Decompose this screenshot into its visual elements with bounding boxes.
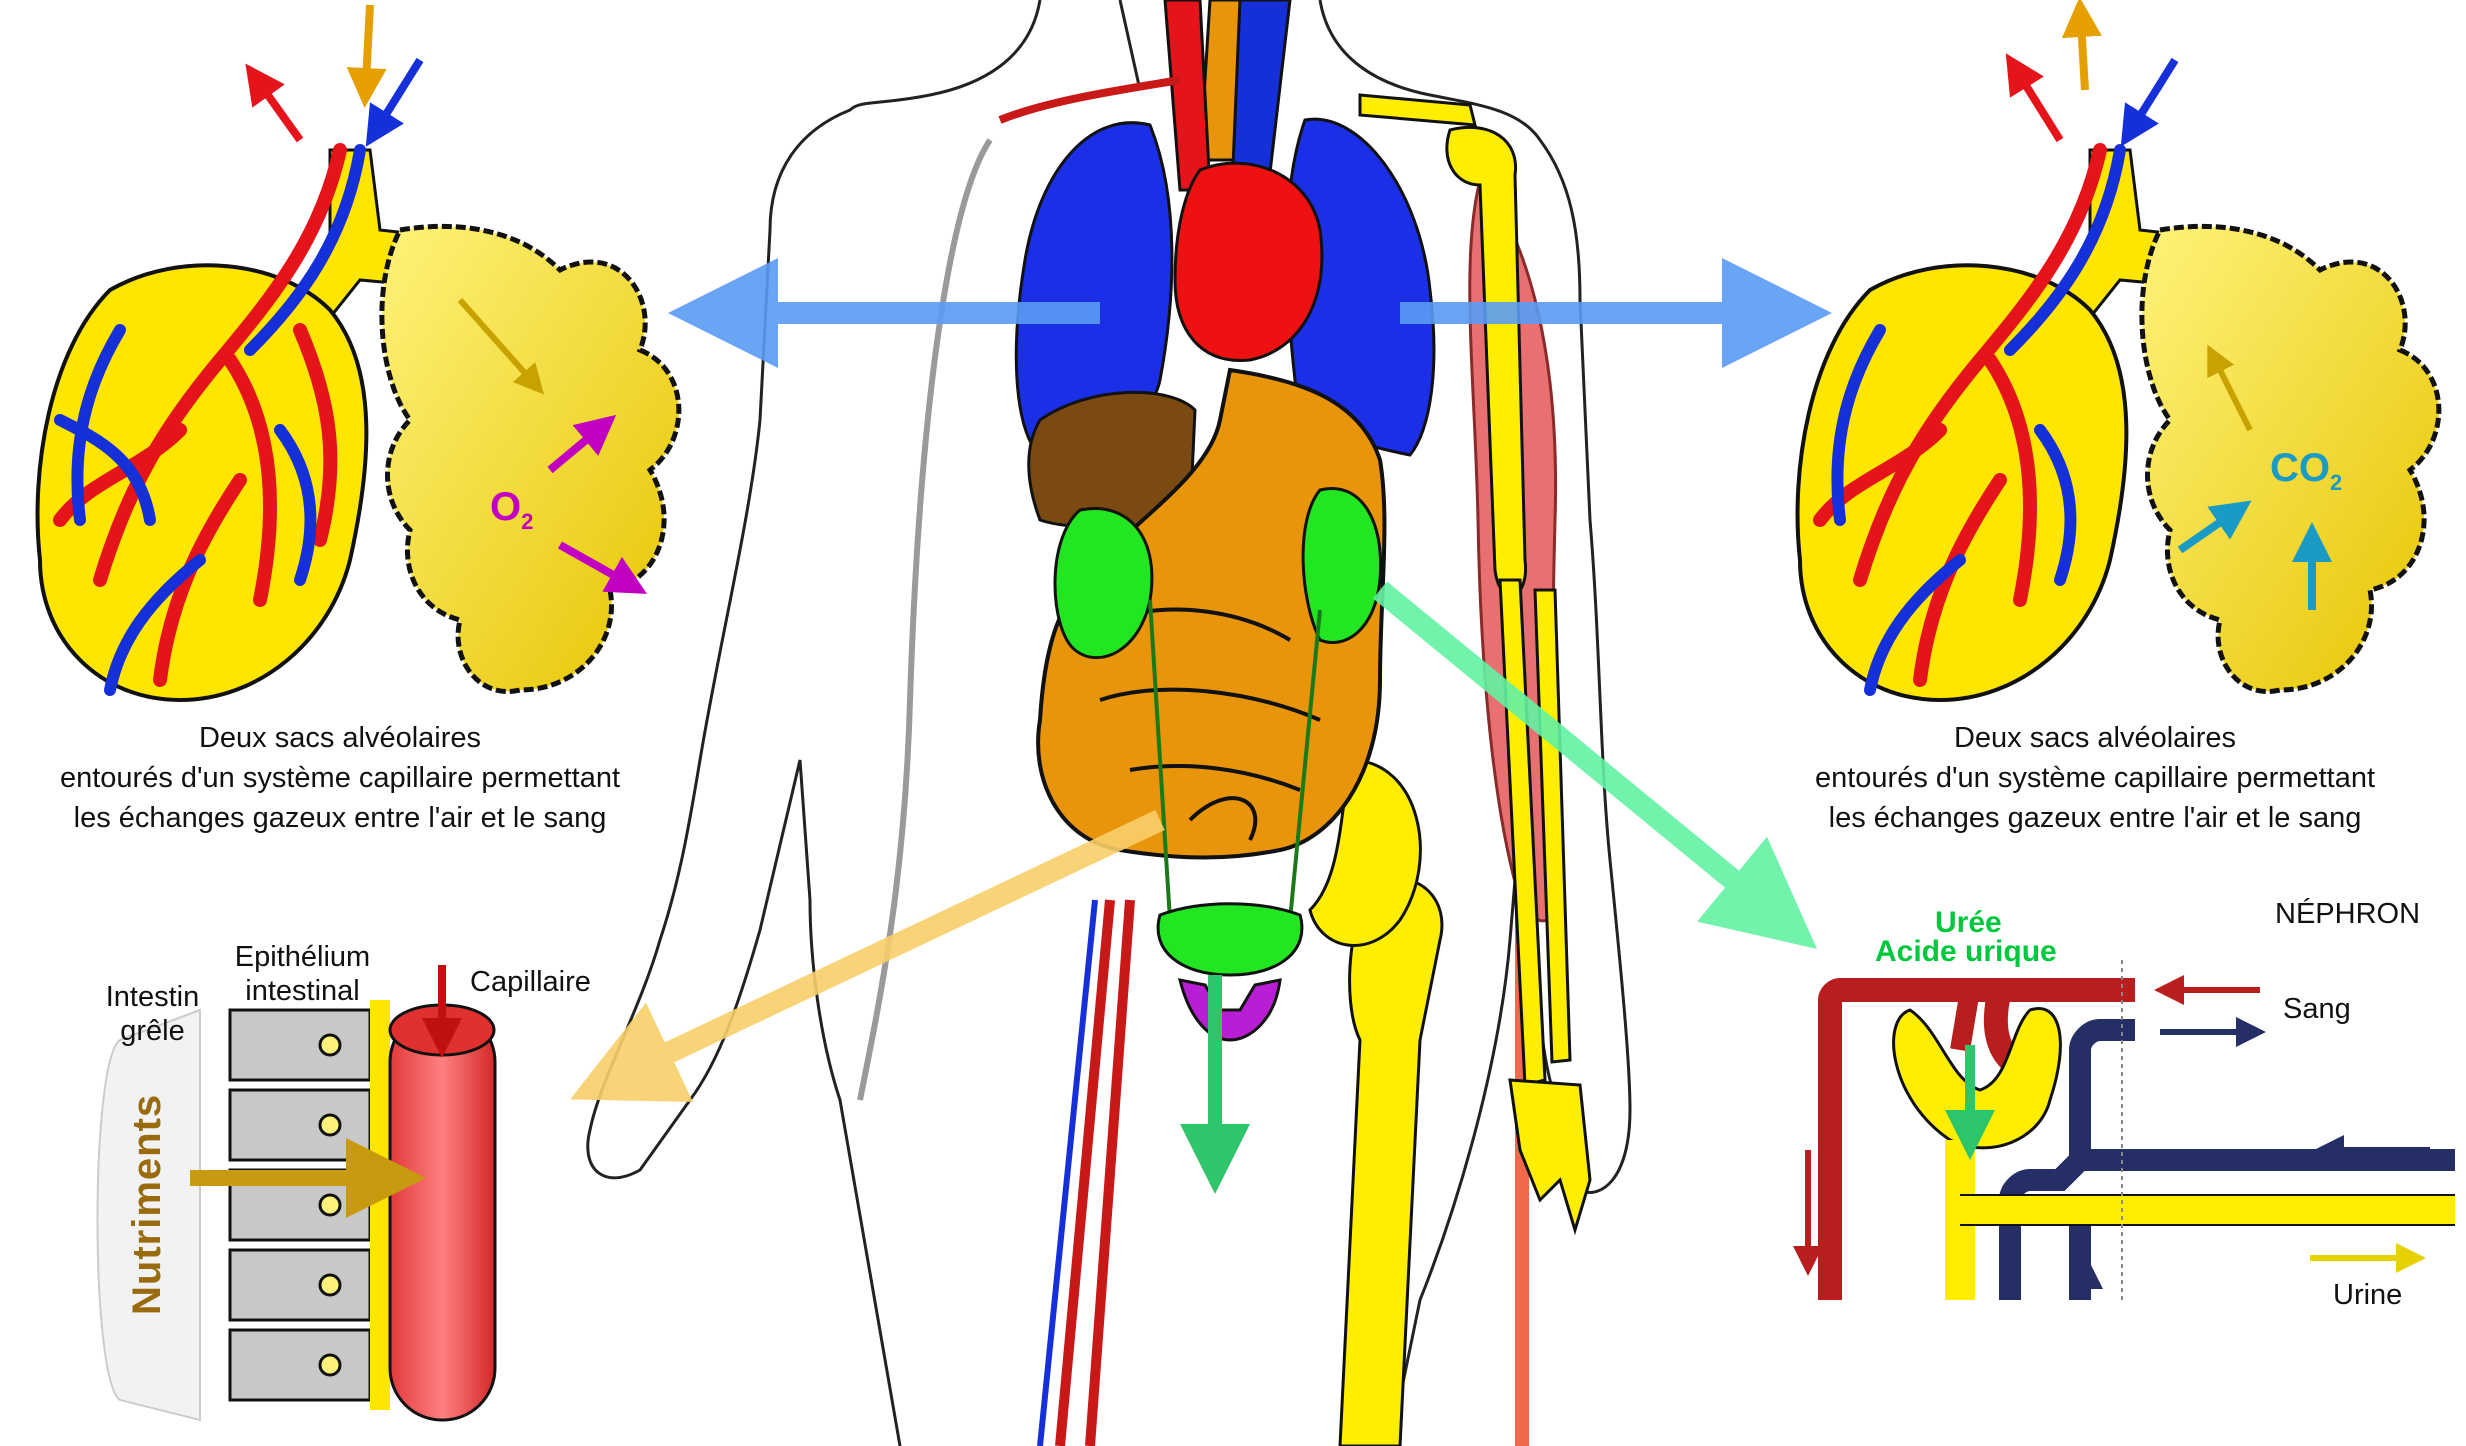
label-grele: grêle <box>95 1014 210 1048</box>
label-epithelium-2: intestinal <box>215 974 390 1008</box>
alveolar-sac-left <box>382 226 679 691</box>
nephron-diagram <box>1808 960 2455 1300</box>
prostate <box>1180 980 1280 1040</box>
bladder <box>1158 904 1302 975</box>
caption-right-line-1: Deux sacs alvéolaires <box>1755 718 2435 758</box>
label-sang: Sang <box>2283 992 2351 1026</box>
co2-label: CO2 <box>2270 446 2342 496</box>
label-epithelium: Epithélium intestinal <box>215 940 390 1008</box>
basement-membrane <box>370 1000 390 1410</box>
caption-right: Deux sacs alvéolaires entourés d'un syst… <box>1755 718 2435 838</box>
caption-left-line-1: Deux sacs alvéolaires <box>0 718 680 758</box>
co2-label-text: CO <box>2270 446 2330 490</box>
air-down-arrow-left <box>365 5 370 100</box>
label-epithelium-1: Epithélium <box>215 940 390 974</box>
kidney-arrow <box>1380 590 1800 935</box>
caption-left-line-2: entourés d'un système capillaire permett… <box>0 758 680 798</box>
capillary-cluster-left <box>38 265 367 700</box>
caption-right-line-2: entourés d'un système capillaire permett… <box>1755 758 2435 798</box>
capillary-cluster-right <box>1798 265 2127 700</box>
label-nutriments: Nutriments <box>125 1094 170 1315</box>
subclavian-vessels <box>1000 80 1180 120</box>
vein-in-arrow-left <box>370 60 420 140</box>
vena-cava <box>1232 0 1290 190</box>
right-kidney <box>1303 488 1381 642</box>
intestine-arrow <box>590 820 1160 1090</box>
o2-label-text: O <box>490 485 521 529</box>
alveoli-left <box>38 5 679 700</box>
air-up-arrow-right <box>2080 5 2085 90</box>
o2-label: O2 <box>490 485 533 535</box>
caption-left-line-3: les échanges gazeux entre l'air et le sa… <box>0 798 680 838</box>
label-acide-urique: Acide urique <box>1875 935 2057 969</box>
label-intestin: Intestin <box>95 980 210 1014</box>
co2-out-arrow-right <box>2010 60 2060 140</box>
co2-label-sub: 2 <box>2330 470 2342 495</box>
label-intestin-grele: Intestin grêle <box>95 980 210 1048</box>
caption-right-line-3: les échanges gazeux entre l'air et le sa… <box>1755 798 2435 838</box>
label-capillaire: Capillaire <box>470 965 591 999</box>
heart <box>1175 163 1322 360</box>
caption-left: Deux sacs alvéolaires entourés d'un syst… <box>0 718 680 838</box>
co2-out-arrow-left <box>250 70 300 140</box>
aorta <box>1165 0 1210 190</box>
bowman-capsule <box>1894 1008 2061 1147</box>
human-body <box>588 0 1630 1446</box>
capillary-tube <box>390 1010 495 1420</box>
vein-in-arrow-right <box>2125 60 2175 140</box>
femur-right <box>1340 878 1442 1446</box>
label-nephron: NÉPHRON <box>2275 897 2420 931</box>
epithelial-cells <box>230 1010 370 1400</box>
alveoli-right <box>1798 5 2439 700</box>
o2-label-sub: 2 <box>521 509 533 534</box>
nephron-artery-2 <box>1960 990 1970 1050</box>
label-urine: Urine <box>2333 1278 2402 1312</box>
